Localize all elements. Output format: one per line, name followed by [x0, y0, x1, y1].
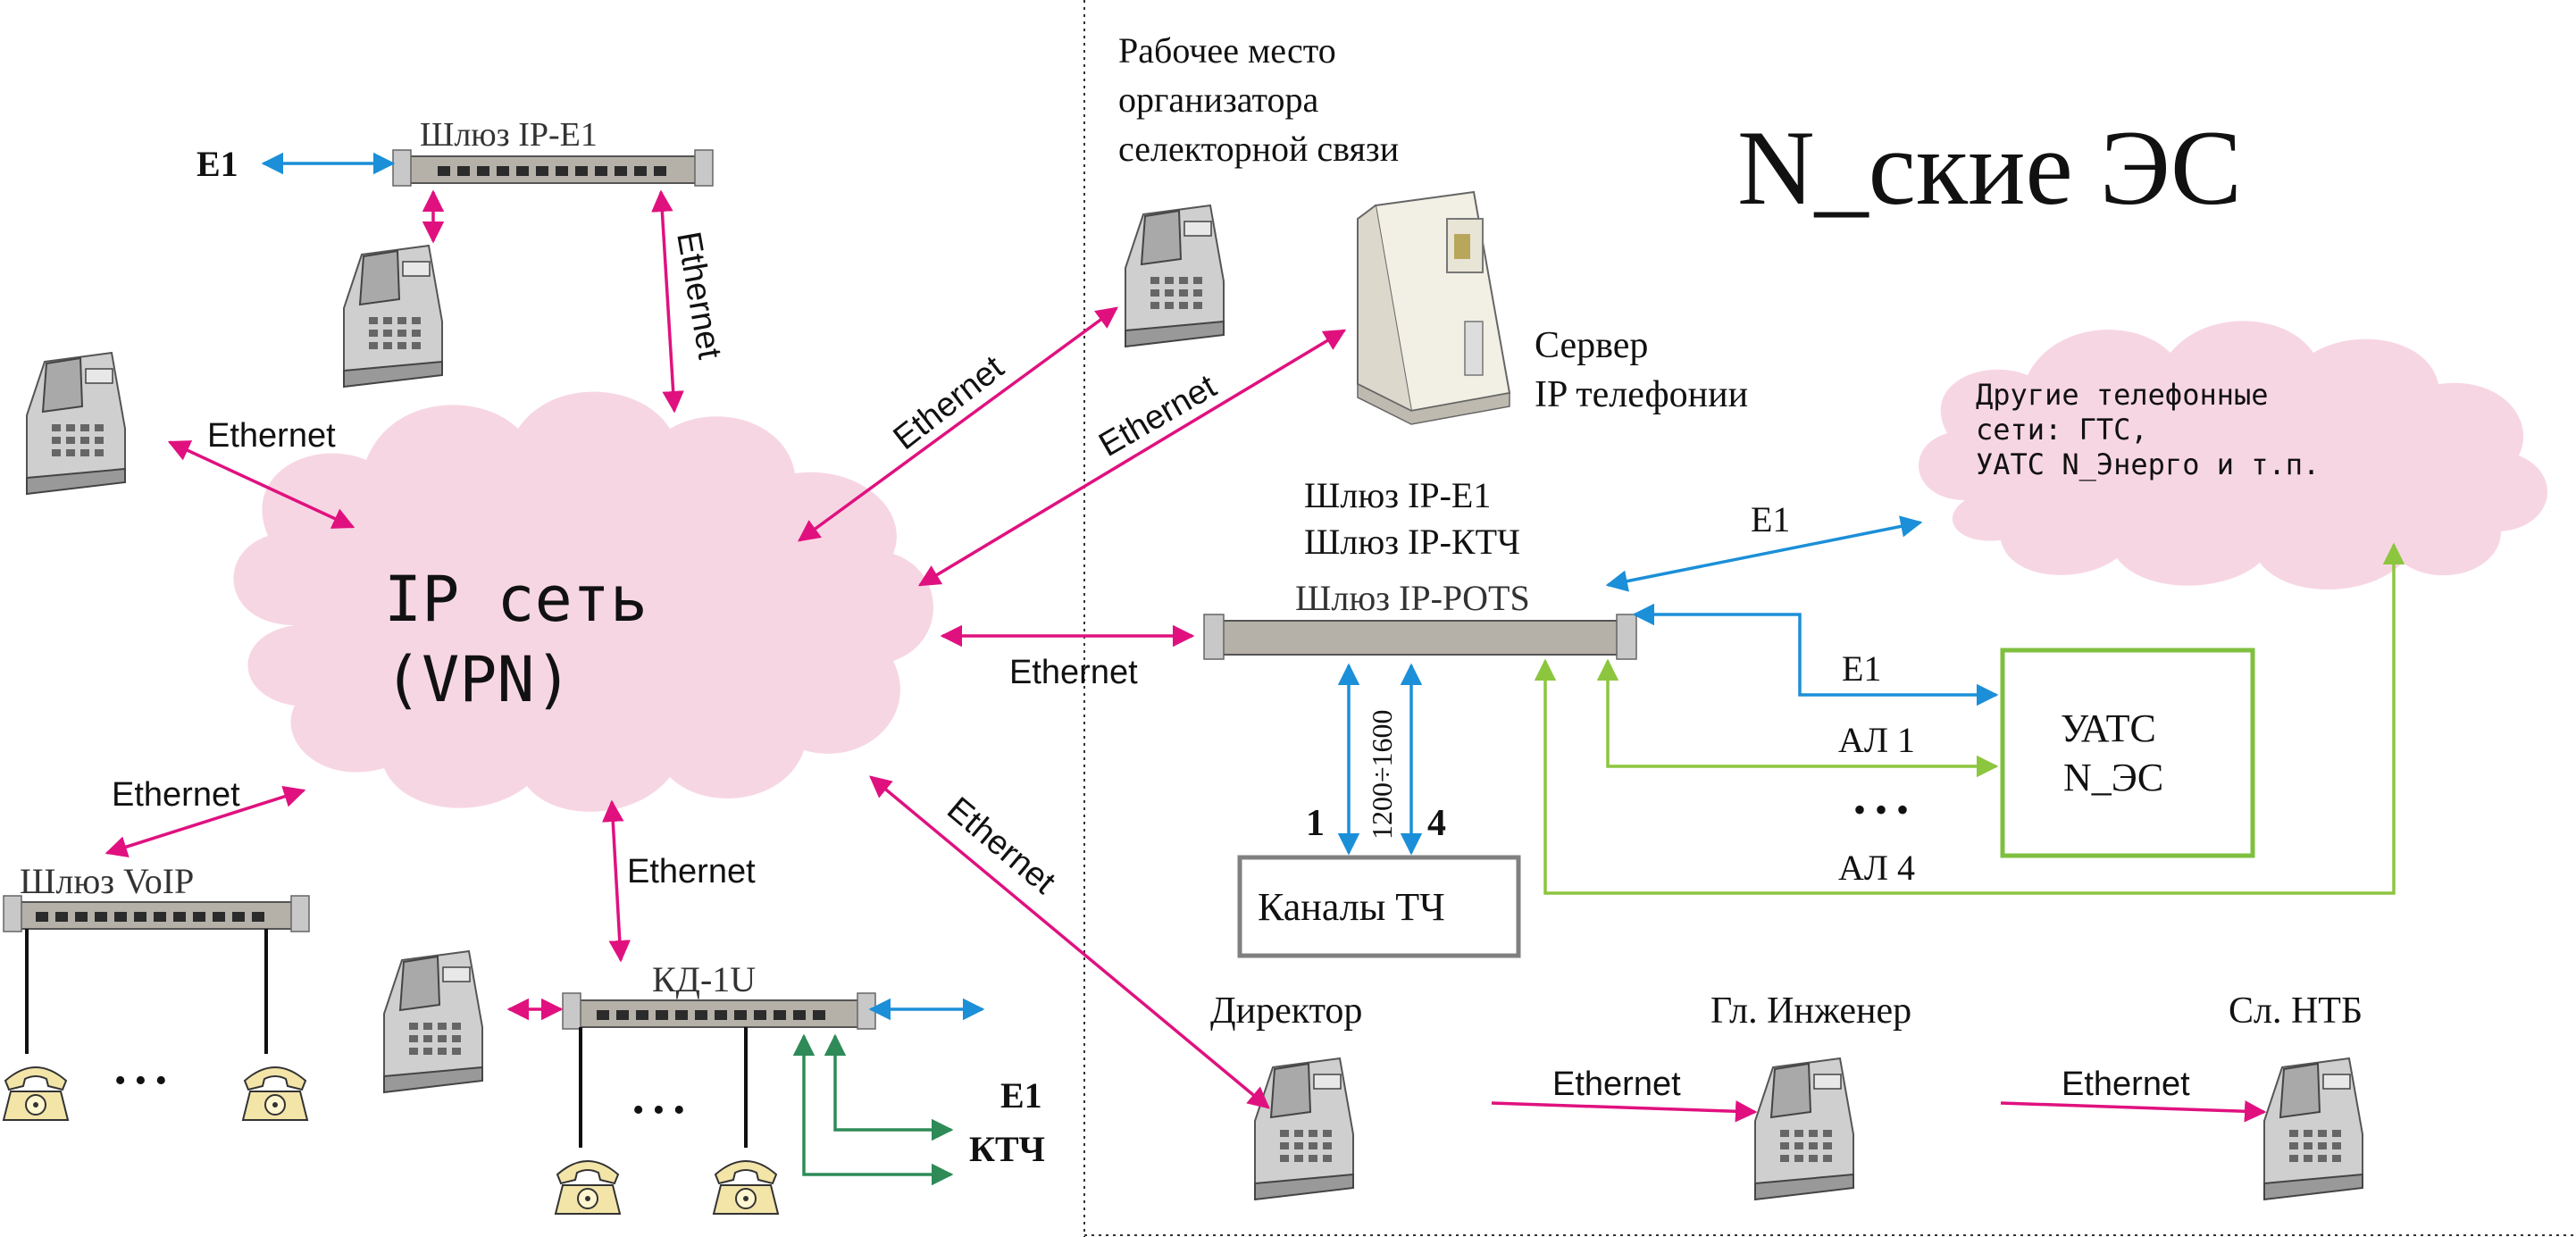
workplace-line1: Рабочее место: [1118, 30, 1336, 71]
label-e1-uats: E1: [1842, 648, 1881, 689]
gw-stack-line1: Шлюз IP-E1: [1304, 475, 1491, 515]
label-freq: 1200÷1600: [1366, 709, 1398, 840]
label-e1-cloud: E1: [1751, 499, 1790, 539]
other-networks-line1: Другие телефонные: [1976, 378, 2269, 412]
ip-telephony-server: [1357, 190, 1511, 425]
label-ethernet-diag-up: Ethernet: [887, 348, 1011, 457]
gateway-voip-label: Шлюз VoIP: [20, 861, 194, 901]
kd-1u-label: КД-1U: [652, 959, 756, 999]
label-ethernet-main: Ethernet: [1009, 654, 1138, 691]
other-networks-line2: сети: ГТС,: [1976, 413, 2148, 447]
label-ethernet-eng-ntb: Ethernet: [2062, 1066, 2190, 1103]
channels-box: [1237, 855, 1521, 958]
label-ntb: Сл. НТБ: [2229, 990, 2363, 1032]
phone-kd: [383, 950, 483, 1093]
workplace-line2: организатора: [1118, 79, 1318, 120]
gateway-ip-e1-top-label: Шлюз IP-E1: [420, 116, 598, 154]
server-line2: IP телефонии: [1535, 374, 1748, 415]
uats-line1: УАТС: [2061, 706, 2156, 750]
label-ethernet-voip: Ethernet: [112, 776, 240, 814]
label-ethernet-vertical: Ethernet: [669, 229, 728, 362]
gateway-ip-pots-label: Шлюз IP-POTS: [1295, 578, 1530, 618]
page-title: N_ские ЭС: [1737, 108, 2242, 227]
label-e1-kd: E1: [1000, 1075, 1042, 1116]
ip-network-line1: IP сеть: [384, 563, 648, 636]
analog-phone-voip-1: [3, 1066, 69, 1121]
other-networks-line3: УАТС N_Энерго и т.п.: [1976, 447, 2320, 481]
gateway-ip-pots-main: Шлюз IP-POTS: [1203, 578, 1637, 660]
label-ch1: 1: [1306, 803, 1325, 844]
label-director: Директор: [1210, 990, 1362, 1032]
label-dots-al: • • •: [1853, 790, 1909, 830]
gw-stack-line2: Шлюз IP-КТЧ: [1304, 522, 1520, 562]
label-chief-engineer: Гл. Инженер: [1710, 990, 1911, 1032]
label-ktch: КТЧ: [969, 1129, 1045, 1169]
label-ethernet-kd: Ethernet: [627, 853, 756, 890]
phone-workplace: [1125, 205, 1225, 347]
label-ethernet-phone-left: Ethernet: [207, 417, 336, 455]
phone-chief-engineer: [1754, 1057, 1854, 1200]
analog-phone-voip-2: [242, 1066, 308, 1121]
phone-left: [26, 352, 126, 495]
phone-gw-top: [343, 245, 443, 388]
uats-line2: N_ЭС: [2063, 756, 2163, 799]
channels-label: Каналы ТЧ: [1258, 885, 1445, 929]
analog-wires: [25, 929, 748, 1148]
ethernet-links: [105, 189, 2267, 1123]
ktch-links: [792, 1033, 954, 1186]
label-e1-top: E1: [197, 144, 238, 184]
label-dots-kd: • • •: [632, 1091, 685, 1129]
analog-lines: [1534, 542, 2405, 895]
analog-phone-kd-1: [555, 1160, 621, 1215]
workplace-line3: селекторной связи: [1118, 129, 1399, 169]
phone-director: [1254, 1057, 1354, 1200]
gateway-voip: Шлюз VoIP: [3, 861, 310, 932]
gateway-ip-e1-top: Шлюз IP-E1: [392, 116, 714, 187]
analog-phone-kd-2: [713, 1160, 779, 1215]
server-line1: Сервер: [1535, 325, 1648, 366]
label-dots-voip: • • •: [114, 1062, 167, 1099]
uats-box: [2000, 648, 2255, 858]
label-al1: АЛ 1: [1838, 720, 1915, 760]
ip-network-line2: (VPN): [384, 643, 573, 716]
other-networks-cloud: [1918, 321, 2548, 589]
kd-1u-device: КД-1U: [562, 959, 876, 1030]
label-al4: АЛ 4: [1838, 848, 1915, 888]
ip-network-cloud: [233, 391, 933, 812]
phone-ntb: [2263, 1057, 2363, 1200]
label-ch4: 4: [1427, 803, 1446, 844]
label-ethernet-dir-eng: Ethernet: [1552, 1066, 1681, 1103]
